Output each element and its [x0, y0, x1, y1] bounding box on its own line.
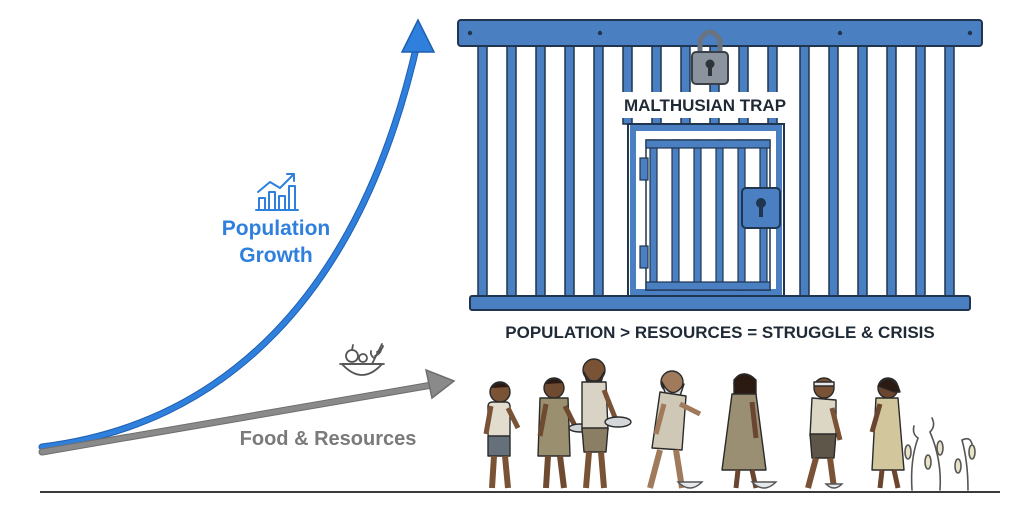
person-child-2 [537, 377, 592, 489]
empty-bowls [676, 481, 844, 489]
person-old-man-2 [647, 370, 702, 489]
padlock-icon [691, 29, 729, 85]
person-old-man-1 [581, 358, 632, 489]
door-lock-icon [741, 187, 781, 229]
population-growth-label-line1: Population [222, 217, 331, 240]
population-growth-arrow [38, 18, 436, 451]
malthusian-trap-label: MALTHUSIAN TRAP [624, 96, 786, 115]
equation-text: POPULATION > RESOURCES = STRUGGLE & CRIS… [505, 323, 934, 342]
cage: MALTHUSIAN TRAP [457, 19, 983, 311]
person-woman-2 [869, 377, 905, 489]
struggling-people [483, 358, 905, 489]
food-resources-label: Food & Resources [240, 428, 417, 450]
person-child-1 [483, 381, 521, 489]
food-bowl-icon [339, 343, 385, 376]
food-resources-arrow [38, 368, 456, 456]
trap-label-bg [618, 92, 792, 118]
person-woman-1 [721, 373, 767, 489]
cage-bottom-rail [469, 295, 971, 311]
person-man-1 [805, 377, 843, 489]
population-growth-label-line2: Growth [239, 244, 313, 267]
cage-bars [477, 43, 955, 301]
chart-growth-icon [255, 173, 299, 211]
withered-crops [904, 417, 976, 491]
